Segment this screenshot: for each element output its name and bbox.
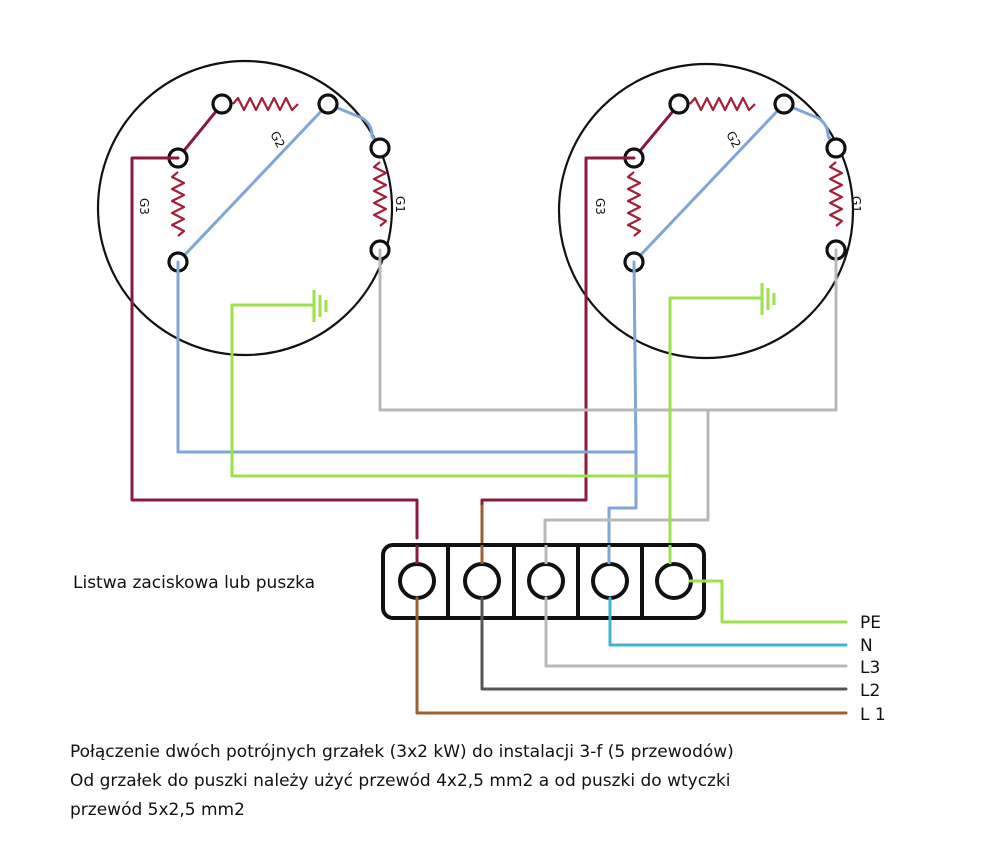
wire-out-l2 xyxy=(480,596,848,691)
heater-left-g3-label: G3 xyxy=(137,198,151,215)
heater-right-red-link xyxy=(632,102,681,160)
heater-right-g2-label: G2 xyxy=(723,129,743,151)
wire-out-l3 xyxy=(544,596,848,668)
heater-left-g2-label: G2 xyxy=(267,129,287,151)
heater-right-g3-resistor xyxy=(626,171,642,237)
heater-right-terminal xyxy=(773,93,795,115)
wire-grey-down xyxy=(543,408,710,562)
heater-right-terminal xyxy=(825,137,847,159)
heater-right-g1-label: G1 xyxy=(849,196,863,213)
heater-left-red-link xyxy=(176,102,224,160)
heater-right-terminal xyxy=(668,93,690,115)
wire-red-right xyxy=(480,156,636,508)
heater-left-blue-diagonal xyxy=(176,102,382,264)
wire-out-pe xyxy=(688,579,848,624)
wire-grey-left xyxy=(378,248,838,412)
note-line-2: Od grzałek do puszki należy użyć przewód… xyxy=(70,771,731,791)
note-line-1: Połączenie dwóch potrójnych grzałek (3x2… xyxy=(70,742,734,762)
heater-right-g2-resistor xyxy=(689,96,756,112)
note-line-3: przewód 5x2,5 mm2 xyxy=(70,800,245,820)
terminal-block-label: Listwa zaciskowa lub puszka xyxy=(73,573,315,593)
interconnect-wires xyxy=(130,156,838,579)
wire-out-n xyxy=(608,596,848,647)
heater-left-housing xyxy=(96,59,394,357)
terminal-screw-l3 xyxy=(527,562,565,600)
output-label-l3: L3 xyxy=(860,658,880,678)
heater-left: G2 G3 G1 xyxy=(96,59,407,357)
terminal-screw-l1 xyxy=(398,562,436,600)
heater-right-blue-diagonal xyxy=(632,102,838,264)
terminal-block xyxy=(381,543,706,620)
heater-left-g1-label: G1 xyxy=(393,196,407,213)
terminal-screw-n xyxy=(591,562,629,600)
wire-green-left xyxy=(230,303,672,478)
heater-right: G2 G3 G1 xyxy=(557,62,863,360)
wire-green-right xyxy=(668,296,764,564)
terminal-screw-pe xyxy=(655,562,693,600)
output-label-l2: L2 xyxy=(860,681,880,701)
heater-right-g3-label: G3 xyxy=(593,198,607,215)
heater-left-g1-resistor xyxy=(372,161,388,227)
heater-right-housing xyxy=(557,62,855,360)
terminal-screw-l2 xyxy=(463,562,501,600)
heater-right-g1-resistor xyxy=(828,161,844,227)
wire-red-left xyxy=(130,156,419,540)
output-label-n: N xyxy=(860,636,873,656)
output-wires xyxy=(415,579,848,715)
heater-left-g2-resistor xyxy=(232,96,299,112)
heater-left-terminal xyxy=(211,93,233,115)
wire-blue-right xyxy=(607,260,638,562)
output-label-l1: L 1 xyxy=(860,705,886,725)
heater-left-terminal xyxy=(369,137,391,159)
wire-blue-left xyxy=(176,260,638,454)
heater-left-g3-resistor xyxy=(170,171,186,237)
heater-left-terminal xyxy=(317,93,339,115)
wire-out-l1 xyxy=(415,596,848,715)
output-label-pe: PE xyxy=(860,613,881,633)
